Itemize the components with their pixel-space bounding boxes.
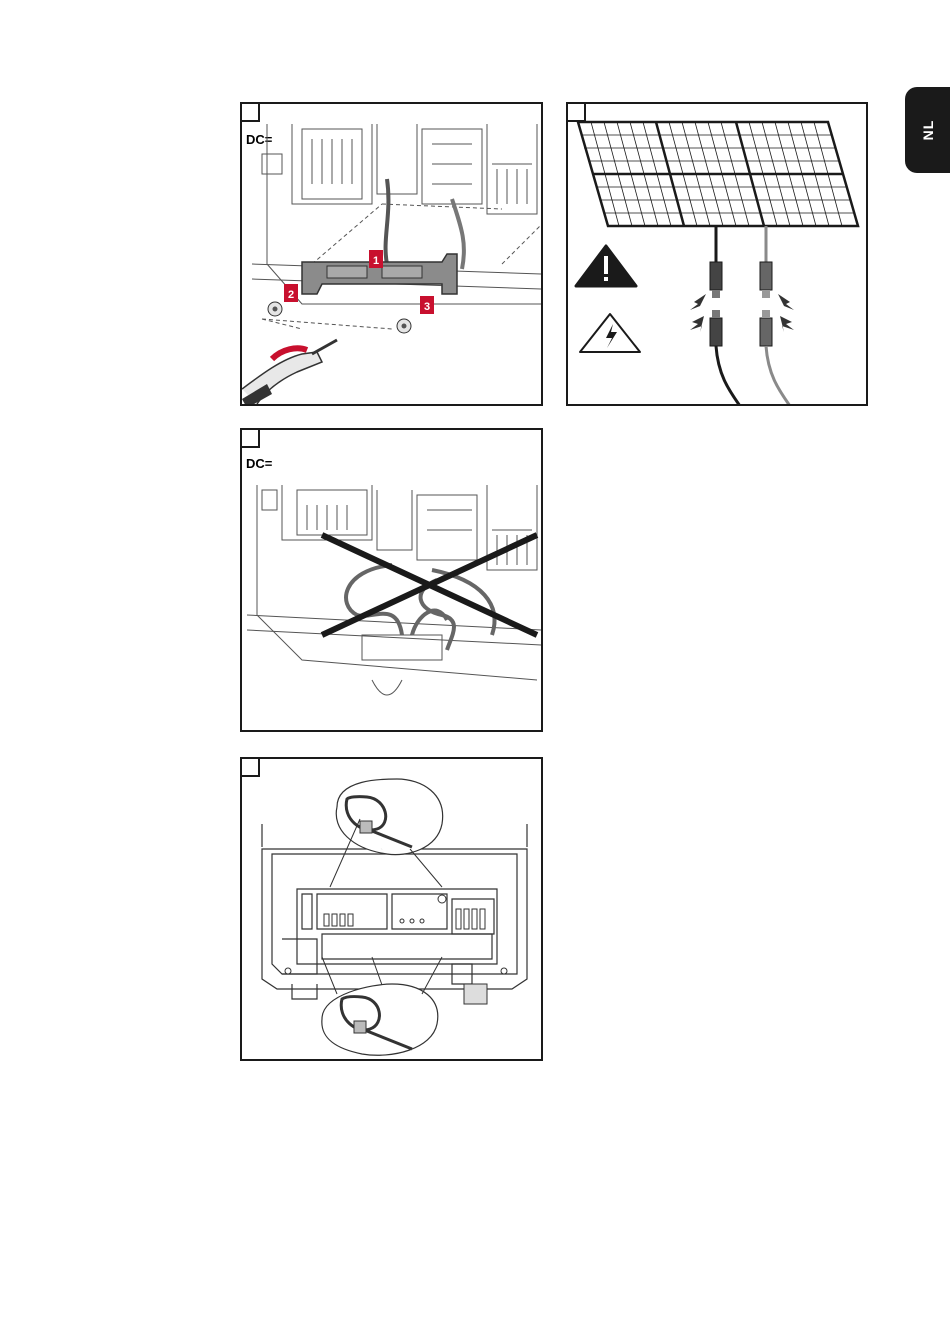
svg-text:2: 2 <box>288 289 294 301</box>
warning-triangle-icon <box>576 246 636 286</box>
figure-dc-cover-removal: DC= <box>240 102 543 406</box>
cable-tie-icon <box>330 779 443 887</box>
language-label: NL <box>920 120 936 141</box>
language-tab: NL <box>905 87 950 173</box>
svg-text:1: 1 <box>373 255 379 267</box>
figure-cable-tie-fastening <box>240 757 543 1061</box>
cross-out-mark <box>322 535 537 635</box>
disconnect-arrows <box>690 294 794 332</box>
cable-tie-icon <box>322 957 442 1055</box>
figure-solar-disconnect <box>566 102 868 406</box>
incorrect-cabling-illustration <box>242 430 543 732</box>
screwdriver-icon <box>242 340 337 406</box>
cable-tie-illustration <box>242 759 543 1061</box>
solar-panel-array <box>578 122 858 226</box>
high-voltage-icon <box>580 314 640 352</box>
figure-incorrect-cabling: DC= <box>240 428 543 732</box>
svg-text:3: 3 <box>424 301 430 313</box>
solar-disconnect-illustration <box>568 104 868 406</box>
dc-cover-illustration: 1 2 3 <box>242 104 543 406</box>
